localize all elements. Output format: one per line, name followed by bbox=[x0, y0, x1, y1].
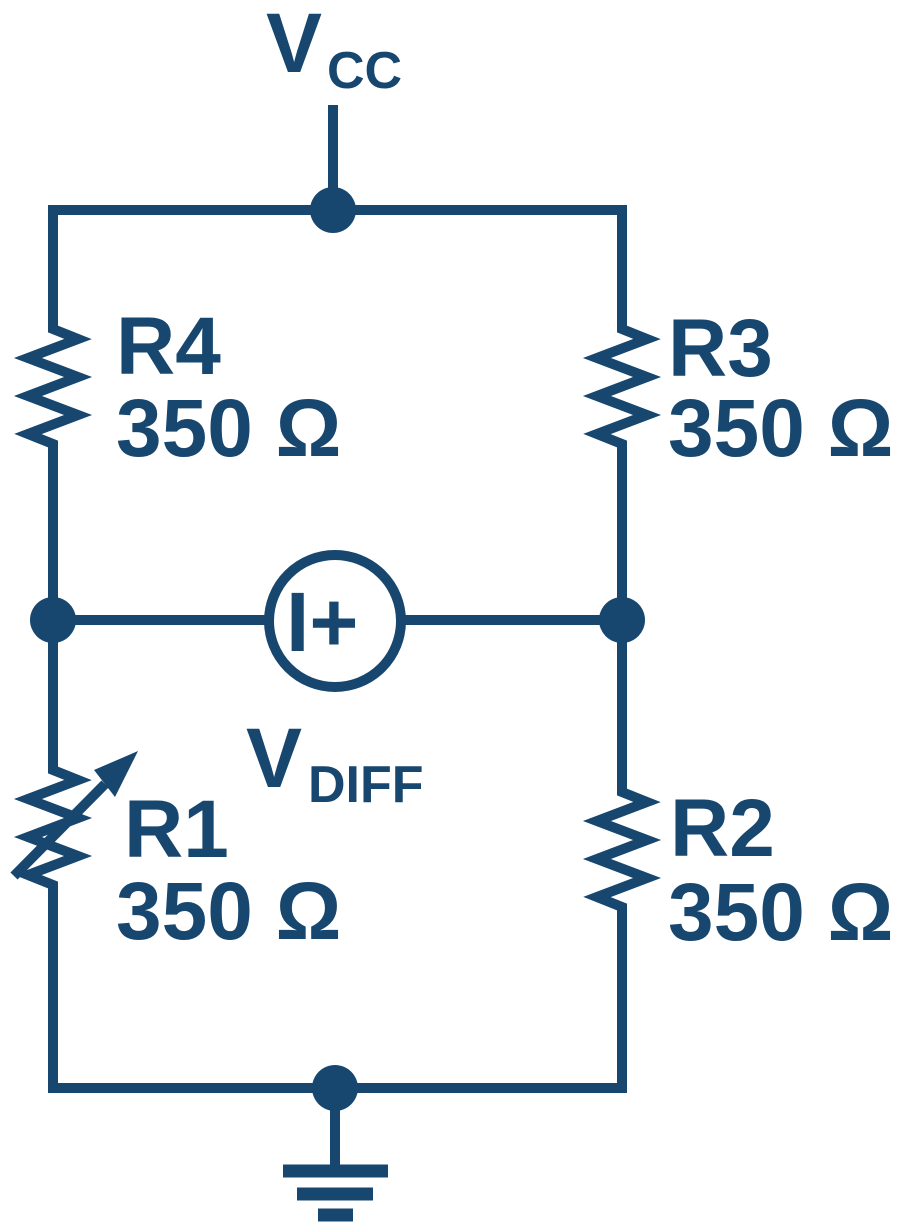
resistor-r4-name: R4 bbox=[116, 301, 221, 392]
vcc-label-main: V bbox=[266, 0, 322, 90]
junction-dot-left bbox=[30, 597, 76, 643]
bridge-loop-wire bbox=[13, 205, 662, 1093]
resistor-r2-name: R2 bbox=[670, 783, 775, 874]
resistor-r2-value: 350 Ω bbox=[668, 867, 893, 958]
resistor-r3-value: 350 Ω bbox=[668, 383, 893, 474]
variable-resistor-arrow-icon bbox=[10, 751, 138, 880]
resistor-r4-label: R4 350 Ω bbox=[116, 301, 341, 474]
vdiff-label: V DIFF bbox=[246, 711, 424, 814]
resistor-r1-value: 350 Ω bbox=[116, 866, 341, 957]
resistor-r1-name: R1 bbox=[124, 784, 229, 875]
vdiff-label-main: V bbox=[246, 711, 302, 805]
resistor-r3-name: R3 bbox=[668, 303, 773, 394]
resistor-r2-label: R2 350 Ω bbox=[668, 783, 893, 958]
junction-dot-right bbox=[599, 597, 645, 643]
meter-circle bbox=[264, 550, 406, 692]
vcc-label: V CC bbox=[266, 0, 402, 100]
resistor-r3-label: R3 350 Ω bbox=[668, 303, 893, 474]
ground-icon bbox=[283, 1088, 388, 1222]
junction-dot-top bbox=[310, 187, 356, 233]
vcc-label-sub: CC bbox=[327, 42, 402, 100]
meter-label: I+ bbox=[286, 575, 358, 669]
resistor-r4-value: 350 Ω bbox=[116, 383, 341, 474]
resistor-r1-label: R1 350 Ω bbox=[116, 784, 341, 957]
vdiff-label-sub: DIFF bbox=[308, 756, 424, 814]
